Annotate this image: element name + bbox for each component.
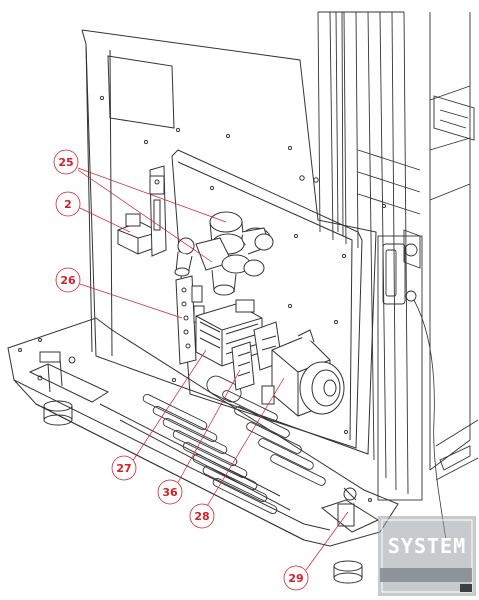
part-27-contactor (195, 299, 263, 367)
callout-29: 29 (283, 565, 309, 591)
leader-36 (175, 369, 241, 487)
leader-25-a (77, 167, 227, 223)
leader-25-b (77, 169, 213, 263)
callout-27-label: 27 (116, 462, 131, 475)
callout-36: 36 (157, 479, 183, 505)
callout-25-label: 25 (58, 156, 73, 169)
callout-2: 2 (55, 191, 81, 217)
vent-slots (142, 375, 326, 515)
part-26-terminal-rail (175, 275, 205, 365)
callout-25: 25 (53, 149, 79, 175)
cabinet-frame (317, 11, 479, 541)
system-watermark: SYSTEM (378, 516, 476, 596)
part-36-relay (231, 321, 283, 391)
callout-28-label: 28 (194, 510, 209, 523)
callout-26: 26 (55, 267, 81, 293)
callout-2-label: 2 (64, 198, 72, 211)
part-2-relay (117, 213, 162, 255)
back-panel (81, 29, 387, 455)
callout-29-label: 29 (288, 572, 303, 585)
watermark-text: SYSTEM (388, 534, 466, 558)
leader-27 (131, 349, 207, 463)
part-28-motor (261, 329, 345, 417)
base-tray (7, 317, 399, 584)
terminal-bracket (149, 165, 167, 257)
leader-28 (205, 377, 285, 509)
leader-lines (77, 167, 349, 571)
callout-36-label: 36 (162, 486, 178, 499)
callout-26-label: 26 (60, 274, 76, 287)
leader-2 (79, 207, 131, 233)
leader-26 (79, 283, 183, 319)
callout-28: 28 (189, 503, 215, 529)
part-25-solenoid-valves (174, 211, 274, 296)
leader-29 (305, 511, 349, 571)
callout-27: 27 (111, 455, 137, 481)
